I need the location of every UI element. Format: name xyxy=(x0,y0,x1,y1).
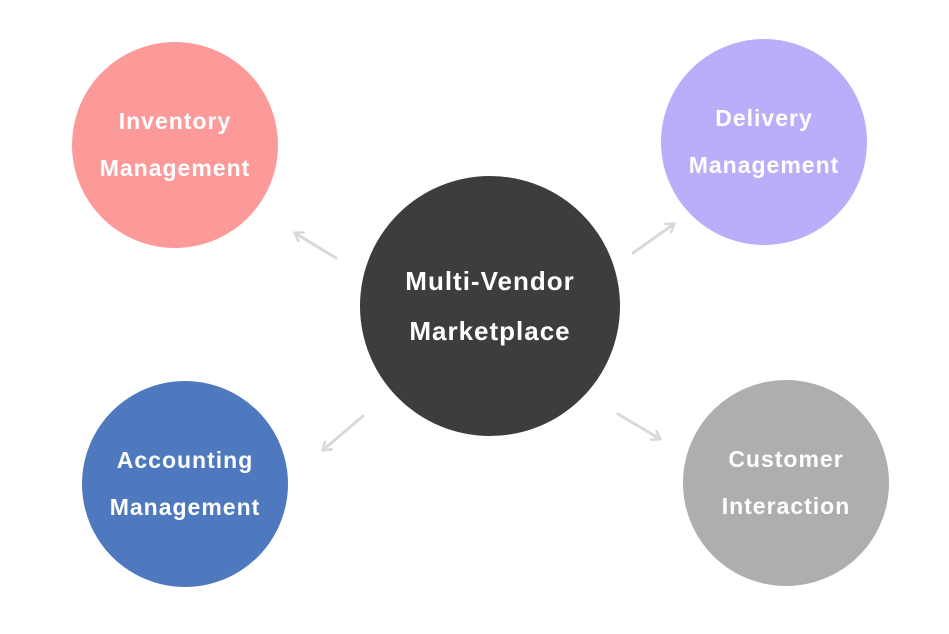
node-accounting-management: Accounting Management xyxy=(82,381,288,587)
node-label-line: Management xyxy=(109,494,261,520)
node-label-line: Customer xyxy=(728,446,844,472)
node-label-line: Accounting xyxy=(116,447,254,473)
arrow-to-inventory-icon xyxy=(293,231,338,260)
node-customer-interaction: Customer Interaction xyxy=(683,380,889,586)
node-inventory-management: Inventory Management xyxy=(72,42,278,248)
node-label-line: Management xyxy=(99,155,251,181)
node-label-line: Multi-Vendor xyxy=(405,266,575,296)
arrow-to-accounting-icon xyxy=(321,414,365,452)
node-label-line: Marketplace xyxy=(409,316,571,346)
node-label-line: Interaction xyxy=(721,493,851,519)
node-label-line: Inventory xyxy=(118,108,232,134)
arrow-to-delivery-icon xyxy=(631,222,676,255)
node-multi-vendor-marketplace: Multi-Vendor Marketplace xyxy=(360,176,620,436)
node-label-line: Delivery xyxy=(715,105,813,131)
node-delivery-management: Delivery Management xyxy=(661,39,867,245)
node-label-line: Management xyxy=(688,152,840,178)
arrow-to-customer-icon xyxy=(616,412,662,442)
